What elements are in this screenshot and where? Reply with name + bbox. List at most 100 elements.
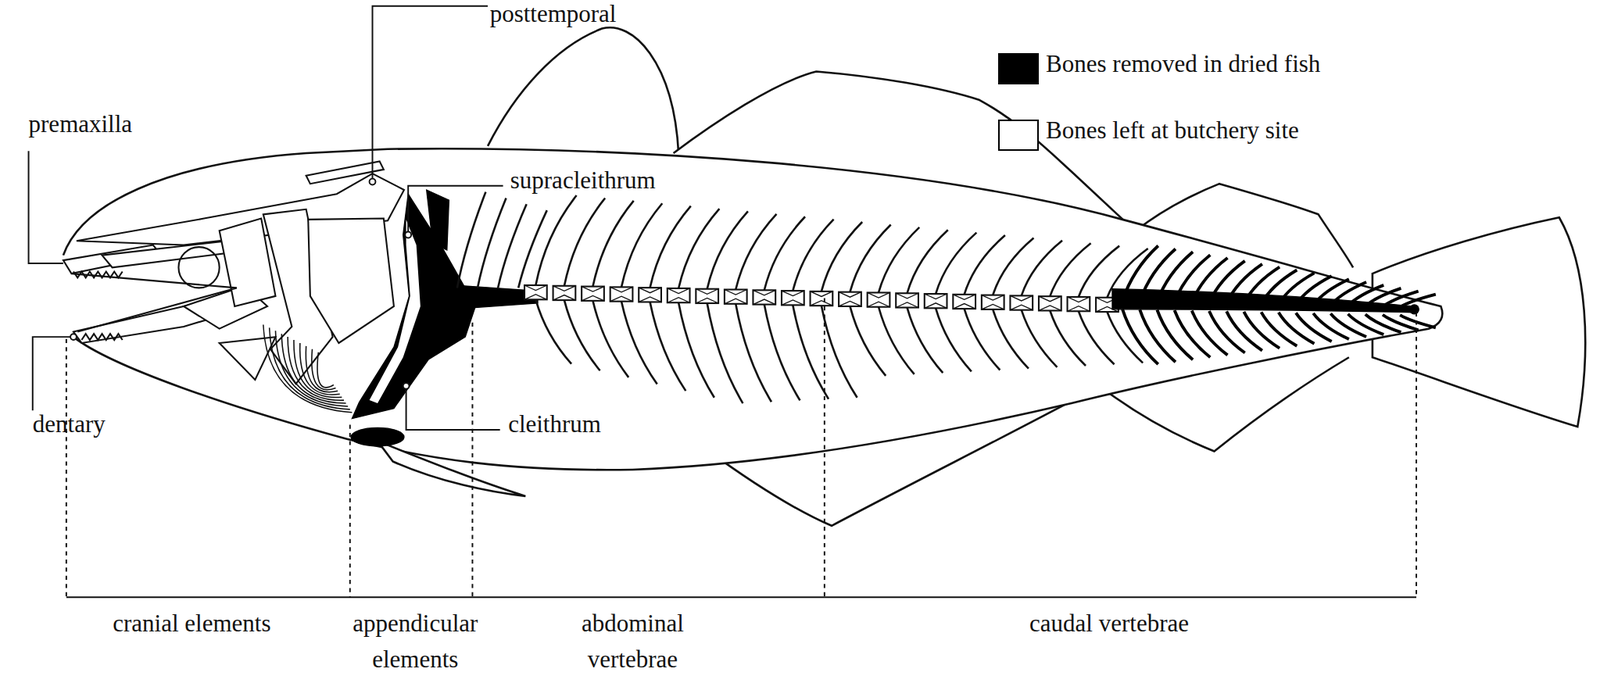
haemal-spine bbox=[935, 307, 972, 372]
region-label: cranial elements bbox=[74, 605, 309, 642]
centrum-detail bbox=[1067, 297, 1091, 312]
centrum-detail bbox=[1038, 296, 1062, 311]
vertebra-centrum bbox=[667, 288, 691, 303]
centrum-detail bbox=[924, 293, 948, 308]
haemal-spine bbox=[849, 306, 886, 376]
centrum-detail bbox=[553, 286, 577, 301]
rib bbox=[792, 304, 829, 399]
bone-label: dentary bbox=[32, 406, 106, 443]
gill-ray bbox=[263, 324, 353, 412]
region-divider bbox=[823, 297, 826, 598]
neural-spine bbox=[650, 206, 691, 289]
gill-ray bbox=[305, 346, 338, 393]
vertebra-centrum bbox=[838, 292, 862, 307]
neural-spine bbox=[935, 232, 977, 294]
rib bbox=[821, 305, 858, 398]
haemal-spine bbox=[1021, 310, 1058, 368]
centrum-detail bbox=[638, 287, 662, 302]
legend-swatch bbox=[998, 119, 1039, 151]
neural-spine bbox=[1021, 240, 1063, 297]
centrum-detail bbox=[667, 288, 691, 303]
region-divider bbox=[65, 339, 68, 598]
leader-line bbox=[408, 186, 503, 236]
neural-spine bbox=[1049, 243, 1091, 297]
leader-dot bbox=[404, 232, 412, 239]
centrum-detail bbox=[810, 291, 834, 306]
neural-spine bbox=[964, 235, 1006, 295]
neural-spine bbox=[992, 237, 1034, 295]
neural-spine bbox=[764, 216, 806, 290]
gill-ray bbox=[293, 340, 342, 398]
bone-label: cleithrum bbox=[508, 406, 602, 443]
leader-dot bbox=[403, 382, 410, 390]
leader-dot bbox=[369, 178, 376, 186]
leader-line bbox=[32, 336, 74, 411]
legend-text: Bones left at butchery site bbox=[1045, 112, 1300, 149]
teeth bbox=[73, 272, 123, 341]
vertebra-centrum bbox=[1009, 295, 1033, 310]
gill-ray bbox=[287, 336, 344, 401]
legend-text: Bones removed in dried fish bbox=[1045, 46, 1321, 83]
rib bbox=[764, 304, 801, 401]
region-divider bbox=[471, 322, 473, 598]
centrum-detail bbox=[1009, 295, 1033, 310]
rib bbox=[735, 304, 772, 402]
cleithrum-bone bbox=[351, 193, 476, 419]
interopercle-bone bbox=[219, 336, 276, 380]
leader-dot bbox=[70, 333, 77, 341]
centrum-detail bbox=[952, 294, 976, 309]
centrum-detail bbox=[838, 292, 862, 307]
haemal-spine bbox=[992, 309, 1029, 369]
bone-label: supracleithrum bbox=[510, 162, 656, 199]
vertebra-centrum bbox=[752, 289, 776, 305]
gill-ray bbox=[269, 327, 351, 410]
gill-ray bbox=[281, 333, 346, 404]
leader-line bbox=[372, 6, 489, 183]
region-label: abdominal vertebrae bbox=[555, 605, 709, 678]
vertebra-centrum bbox=[638, 287, 662, 302]
neural-spine bbox=[849, 224, 891, 292]
centrum-detail bbox=[981, 295, 1005, 310]
vertebra-centrum bbox=[610, 286, 634, 301]
haemal-spine bbox=[907, 307, 944, 374]
haemal-spine bbox=[878, 307, 915, 375]
mouth-line bbox=[71, 273, 237, 332]
rib bbox=[707, 303, 744, 404]
vertebra-centrum bbox=[781, 290, 805, 305]
neural-spine bbox=[678, 208, 720, 289]
region-divider bbox=[1415, 312, 1418, 598]
orbit bbox=[178, 246, 219, 288]
vertebra-centrum bbox=[952, 294, 976, 309]
neural-spine bbox=[518, 210, 548, 288]
vertebra-centrum bbox=[695, 289, 719, 304]
neural-spine bbox=[535, 195, 577, 286]
vertebra-centrum bbox=[981, 295, 1005, 310]
caudal-spine-removed bbox=[1399, 294, 1436, 308]
caudal-spine-removed bbox=[1295, 275, 1332, 305]
supracleithrum-bone bbox=[426, 189, 450, 251]
caudal-spine-removed bbox=[1399, 314, 1436, 328]
neural-spine bbox=[592, 200, 634, 287]
gill-ray bbox=[311, 349, 337, 391]
haemal-spine bbox=[1078, 311, 1115, 365]
centrum-detail bbox=[895, 293, 919, 308]
leader-line bbox=[406, 386, 501, 430]
gill-ray bbox=[300, 343, 341, 395]
gill-ray bbox=[317, 352, 334, 388]
postcleithrum-bone bbox=[350, 427, 405, 447]
caudal-spine-removed bbox=[1365, 288, 1402, 307]
vertebra-centrum bbox=[724, 289, 748, 305]
bone-label: premaxilla bbox=[28, 106, 133, 143]
neural-spine bbox=[564, 197, 605, 286]
region-label: caudal vertebrae bbox=[976, 605, 1242, 642]
fish-body-outline bbox=[63, 148, 1443, 470]
neural-spine bbox=[735, 214, 777, 290]
neural-spine bbox=[621, 203, 663, 287]
centrum-detail bbox=[695, 289, 719, 304]
vertebra-centrum bbox=[553, 286, 577, 301]
vertebra-centrum bbox=[895, 293, 919, 308]
centrum-detail bbox=[867, 292, 891, 307]
neural-spine bbox=[707, 211, 749, 289]
